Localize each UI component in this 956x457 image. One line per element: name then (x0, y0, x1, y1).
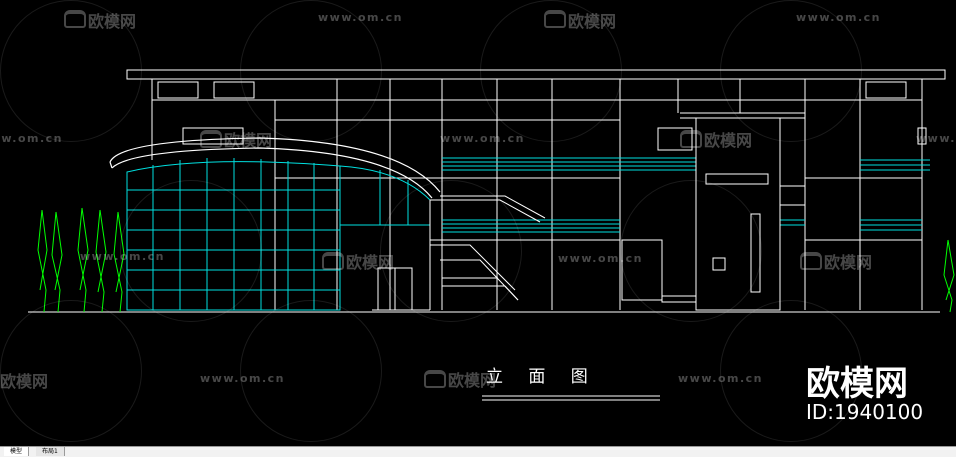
watermark-url: www.om.cn (318, 11, 404, 24)
watermark-url: www.om.cn (796, 11, 882, 24)
watermark-brand: 欧模网 (88, 12, 137, 31)
watermark-url: www.om.cn (678, 372, 764, 385)
tab-model[interactable]: 模型 (4, 447, 30, 456)
title-underline (482, 395, 660, 401)
watermark-circle (480, 0, 622, 142)
watermark-circle (240, 300, 382, 442)
window-bands (442, 157, 930, 233)
watermark-logo-icon (64, 10, 86, 28)
watermark-logo-icon (544, 10, 566, 28)
watermark-brand: 欧模网 (224, 131, 273, 150)
watermark-circle (0, 300, 142, 442)
watermark-logo-icon (680, 130, 702, 148)
watermark-brand: 欧模网 (0, 372, 49, 391)
watermark-url: www.om.cn (0, 132, 64, 145)
watermark-circle (120, 180, 262, 322)
cad-viewport[interactable]: 欧模网 www.om.cn 欧模网 www.om.cn www.om.cn 欧模… (0, 0, 956, 446)
watermark-brand: 欧模网 (346, 253, 395, 272)
trees (37, 207, 955, 313)
watermark-logo-icon (424, 370, 446, 388)
watermark-brand: 欧模网 (704, 131, 753, 150)
watermark-url: www.om.cn (80, 250, 166, 263)
watermark-brand: 欧模网 (824, 253, 873, 272)
curved-canopy (109, 137, 441, 199)
corner-id: ID:1940100 (806, 400, 924, 424)
watermark-circle (720, 300, 862, 442)
watermark-brand: 欧模网 (448, 371, 497, 390)
watermark-circle (0, 0, 142, 142)
watermark-logo-icon (322, 252, 344, 270)
watermark-circle (620, 180, 762, 322)
drawing-title: 立 面 图 (486, 367, 598, 387)
layout-tab-bar: 模型 布局1 (0, 446, 956, 457)
watermark-logo-icon (200, 130, 222, 148)
watermark-url: www.om.cn (558, 252, 644, 265)
watermark-url: www.om.cn (916, 132, 956, 145)
watermark-url: www.om.cn (200, 372, 286, 385)
watermark-url: www.om.cn (440, 132, 526, 145)
watermark-circle (720, 0, 862, 142)
watermark-circle (380, 180, 522, 322)
watermark-brand: 欧模网 (568, 12, 617, 31)
tab-layout1[interactable]: 布局1 (36, 447, 65, 456)
corner-brand: 欧模网 (806, 364, 908, 404)
watermark-circle (240, 0, 382, 142)
watermark-logo-icon (800, 252, 822, 270)
